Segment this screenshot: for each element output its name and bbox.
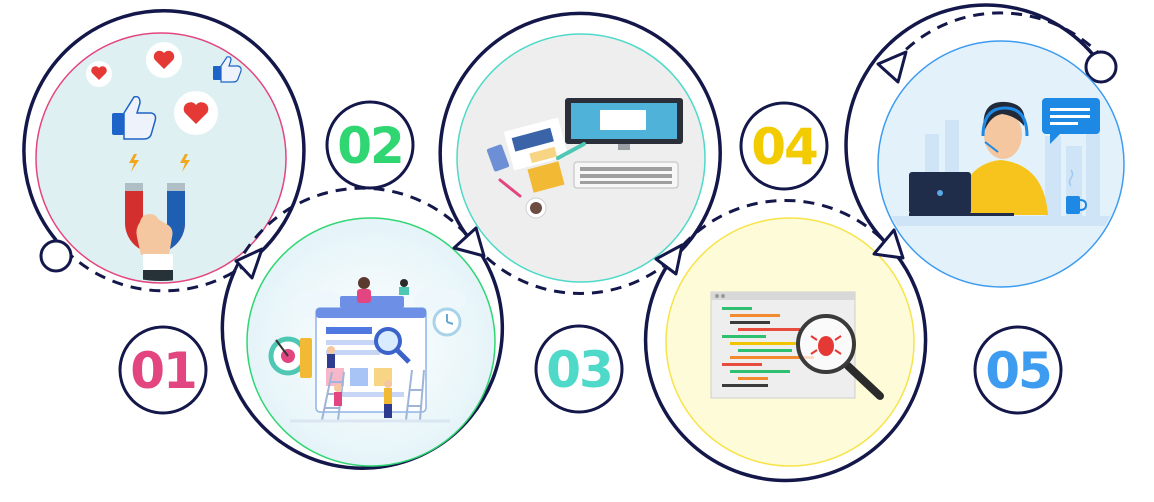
step-05-illustration	[880, 43, 1122, 285]
step-04-dashed-arc	[669, 198, 890, 261]
step-01	[22, 9, 306, 293]
person-figure	[327, 346, 335, 368]
support-agent-figure	[960, 101, 1048, 215]
step-01-outer-ring	[22, 9, 306, 264]
step-02-number-badge: 02	[325, 100, 415, 190]
step-04-outer-ring	[643, 243, 928, 483]
step-01-number-badge: 01	[118, 325, 208, 415]
step-01-illustration	[38, 35, 284, 281]
step-03-illustration	[459, 36, 703, 280]
step-05-dashed-arc	[891, 11, 1107, 64]
step-02-illustration	[249, 220, 493, 464]
lightning-icon	[180, 154, 190, 172]
document-icon	[504, 117, 568, 193]
bug-icon	[810, 335, 842, 356]
person-figure	[357, 277, 371, 303]
ladder-icon	[405, 369, 425, 421]
person-figure	[384, 380, 392, 418]
person-figure	[334, 384, 342, 406]
arrow-icon	[654, 243, 684, 276]
step-05-end-node	[1084, 50, 1118, 84]
coffee-mug-icon	[1066, 169, 1088, 214]
coffee-cup-icon	[525, 197, 547, 219]
step-02-outer-ring	[220, 231, 505, 470]
step-01-start-node	[39, 239, 73, 273]
hand-icon	[136, 214, 173, 281]
arrow-icon	[452, 226, 486, 258]
step-03	[438, 11, 722, 295]
step-02-dashed-arc	[233, 186, 467, 271]
step-04-number: 04	[751, 118, 817, 176]
step-05-outer-ring	[844, 3, 1112, 247]
laptop-icon	[909, 172, 1014, 217]
headset-icon	[981, 106, 1029, 137]
step-03-outer-ring	[438, 11, 722, 262]
bug-magnifier-icon	[796, 314, 884, 400]
step-05	[844, 3, 1125, 288]
step-03-number: 03	[546, 341, 612, 399]
step-02-number: 02	[337, 117, 403, 175]
step-01-number: 01	[130, 342, 196, 400]
lightning-icon	[129, 154, 139, 172]
magnifier-icon	[374, 327, 411, 364]
step-03-dashed-arc	[463, 232, 672, 295]
clock-icon	[432, 307, 462, 337]
arrow-icon	[876, 50, 908, 84]
step-02	[220, 186, 505, 470]
heart-icon	[146, 42, 182, 78]
step-03-number-badge: 03	[534, 324, 624, 414]
thumbs-up-icon	[213, 56, 242, 83]
step-04-number-badge: 04	[739, 101, 829, 191]
code-editor-window	[710, 291, 856, 399]
person-figure	[399, 279, 409, 295]
step-04-illustration	[668, 220, 912, 464]
arrow-icon	[234, 247, 264, 280]
step-01-dashed-arc	[54, 239, 250, 293]
phone-icon	[486, 144, 510, 172]
chat-bubble-icon	[1042, 98, 1100, 144]
step-04	[643, 198, 928, 483]
step-05-number-badge: 05	[973, 325, 1063, 415]
step-05-number: 05	[985, 342, 1051, 400]
keyboard-icon	[573, 161, 679, 189]
target-icon	[268, 336, 308, 376]
arrow-icon	[872, 228, 905, 260]
pencil-icon	[556, 142, 586, 160]
heart-icon	[174, 91, 218, 135]
heart-icon	[86, 61, 112, 87]
thumbs-up-icon	[112, 95, 157, 140]
monitor-icon	[565, 98, 683, 150]
